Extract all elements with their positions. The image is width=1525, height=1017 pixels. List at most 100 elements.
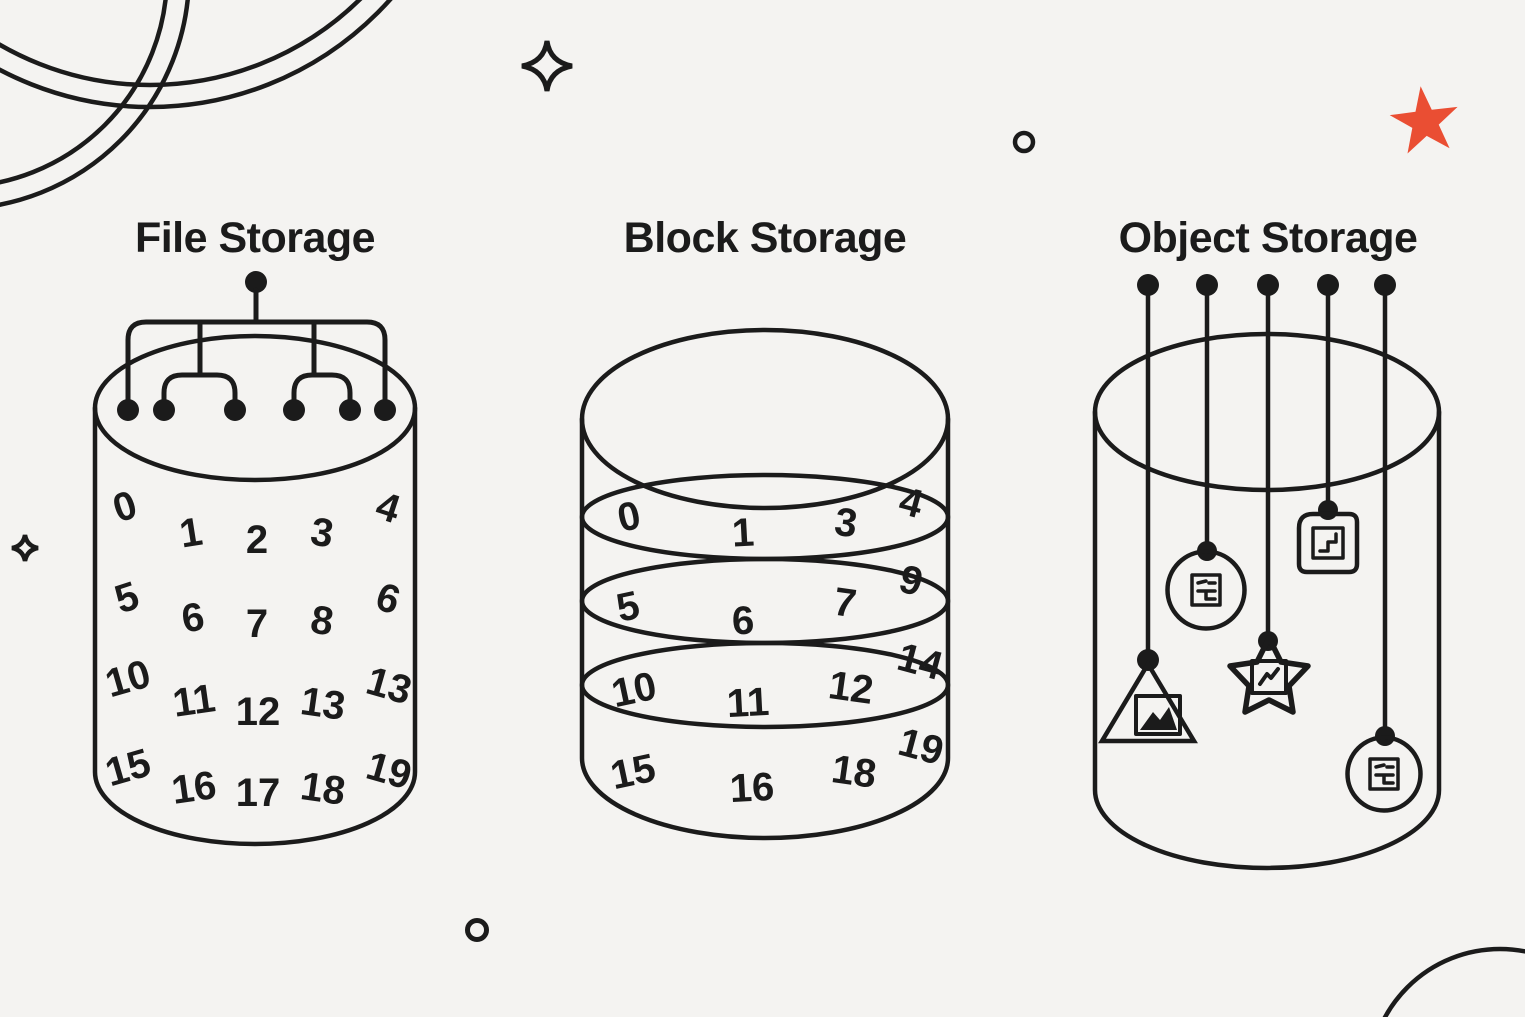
circle-charm-outline	[1345, 735, 1423, 813]
bottom-right-arc	[1382, 946, 1525, 1017]
block-number: 4	[371, 484, 406, 533]
document-icon-line	[1196, 579, 1208, 585]
square-steps-charm	[1296, 500, 1360, 575]
object-storage-cylinder	[1092, 331, 1442, 871]
block-number: 4	[895, 479, 929, 527]
tree-leaf-node	[283, 399, 305, 421]
string-top-node	[1196, 274, 1218, 296]
red-star-icon	[1389, 86, 1458, 154]
block-number: 0	[108, 483, 143, 532]
cylinder-body	[579, 416, 951, 841]
file-storage-cylinder	[92, 333, 418, 847]
block-number: 17	[236, 771, 281, 815]
object-storage-diagram: Object Storage	[1092, 214, 1442, 871]
object-storage-title: Object Storage	[1119, 214, 1418, 262]
arc-circle	[0, 0, 393, 110]
arc-circle	[0, 0, 168, 185]
block-number: 10	[608, 664, 661, 716]
block-number: 1	[177, 510, 206, 557]
ring-icon	[465, 918, 489, 942]
block-number: 12	[826, 663, 876, 713]
tree-sub-bracket	[161, 372, 238, 409]
arc-circle	[0, 0, 363, 88]
file-storage-numbers: 0 1 2 3 4 5 6 7 8 6 10 11 12 13 13 15 16…	[101, 483, 417, 815]
block-number: 16	[169, 763, 219, 813]
block-number: 9	[895, 557, 928, 605]
block-number: 6	[371, 575, 406, 624]
string-top-node	[1374, 274, 1396, 296]
tree-leaf-node	[117, 399, 139, 421]
file-storage-diagram: File Storage 0 1 2 3 4	[92, 214, 418, 847]
block-storage-diagram: Block Storage 0 1 3 4 5 6 7 9 10 11 12 1…	[579, 214, 951, 841]
image-icon-mountains	[1140, 707, 1177, 730]
top-left-arcs-decoration	[0, 0, 393, 207]
block-storage-title: Block Storage	[624, 214, 907, 262]
block-number: 3	[832, 500, 860, 547]
band-divider	[579, 640, 951, 730]
tree-leaf-node	[153, 399, 175, 421]
tree-leaf-node	[374, 399, 396, 421]
block-number: 3	[308, 510, 337, 557]
string-top-node	[1137, 274, 1159, 296]
block-number: 10	[101, 652, 156, 707]
steps-icon-path	[1318, 532, 1338, 553]
cylinder-body	[1092, 409, 1442, 871]
block-number: 19	[894, 720, 948, 774]
cylinder-top	[1092, 331, 1442, 493]
block-number: 11	[170, 676, 218, 725]
sparkle-icon	[11, 534, 39, 562]
block-number: 6	[179, 595, 208, 642]
circle-document-charm	[1345, 726, 1423, 813]
star-charm-outline	[1227, 635, 1311, 715]
block-number: 5	[110, 574, 145, 623]
triangle-image-charm	[1098, 649, 1198, 744]
cylinder-top	[579, 327, 951, 511]
tree-sub-bracket	[291, 372, 353, 409]
document-icon-line	[1204, 590, 1217, 601]
circle-charm-outline	[1165, 549, 1247, 631]
tree-leaf-node	[224, 399, 246, 421]
block-number: 11	[726, 680, 771, 726]
circle-document-charm	[1165, 541, 1247, 631]
string-top-node	[1257, 274, 1279, 296]
steps-icon	[1311, 526, 1345, 560]
block-number: 13	[298, 679, 348, 729]
triangle-charm-outline	[1098, 659, 1198, 744]
block-number: 12	[236, 690, 281, 734]
star-chart-charm	[1227, 631, 1311, 715]
block-number: 1	[731, 510, 756, 555]
block-number: 18	[298, 764, 348, 814]
block-number: 13	[362, 659, 417, 714]
ring-icon	[1012, 130, 1036, 154]
block-number: 14	[893, 635, 948, 689]
tree-main-bracket	[125, 319, 388, 409]
document-icon	[1368, 757, 1400, 791]
block-number: 18	[829, 747, 879, 797]
tree-root-node	[245, 271, 267, 293]
file-storage-title: File Storage	[135, 214, 375, 262]
image-icon	[1134, 694, 1182, 736]
block-number: 0	[614, 493, 645, 541]
chart-icon-trend-line	[1258, 667, 1280, 686]
tree-leaf-node	[339, 399, 361, 421]
block-number: 7	[246, 602, 268, 646]
cylinder-top	[92, 333, 418, 483]
block-number: 6	[731, 598, 756, 643]
block-number: 7	[831, 580, 859, 627]
block-number: 15	[101, 741, 156, 796]
directory-tree	[117, 271, 396, 421]
block-storage-cylinder	[579, 327, 951, 841]
square-charm-outline	[1296, 511, 1360, 575]
block-number: 8	[308, 598, 337, 645]
document-icon	[1190, 573, 1222, 607]
string-top-node	[1317, 274, 1339, 296]
chart-icon	[1250, 659, 1288, 695]
sparkle-icon	[521, 40, 573, 92]
block-number: 2	[246, 518, 268, 562]
document-icon-line	[1382, 774, 1395, 785]
document-icon-line	[1374, 763, 1386, 769]
charm-hook-node	[1318, 500, 1338, 520]
block-number: 15	[607, 746, 660, 798]
